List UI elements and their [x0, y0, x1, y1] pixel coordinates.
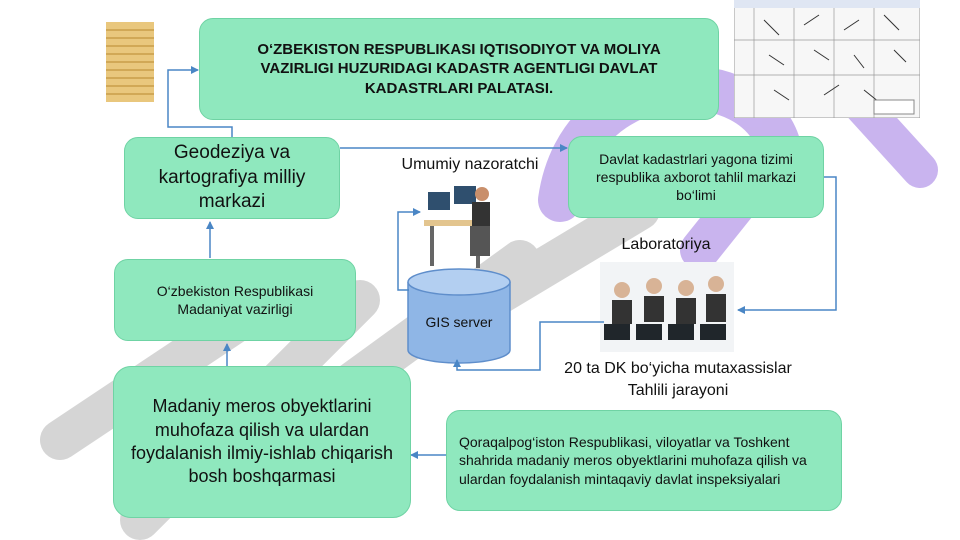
node-geodeziya: Geodeziya va kartografiya milliy markazi	[124, 137, 340, 219]
cadastral-map-image	[734, 0, 920, 118]
label-mutaxassislar: 20 ta DK bo‘yicha mutaxassislar Tahlili …	[564, 360, 792, 399]
arrow-geodeziya-to-palata	[167, 66, 233, 137]
paper-stack-icon	[106, 22, 154, 102]
label-gis-server: GIS server	[425, 314, 493, 330]
laboratory-specialists-image	[600, 262, 734, 352]
node-madaniy-meros: Madaniy meros obyektlarini muhofaza qili…	[113, 366, 411, 518]
node-davlat-kadastr: Davlat kadastrlari yagona tizimi respubl…	[568, 136, 824, 218]
arrow-gis-to-nazoratchi	[397, 208, 421, 291]
arrow-lab-to-gis	[453, 321, 604, 371]
arrow-davlat-kadastr-to-lab	[737, 176, 837, 314]
node-palata: O‘ZBEKISTON RESPUBLIKASI IQTISODIYOT VA …	[199, 18, 719, 120]
controller-worker-image	[424, 186, 490, 268]
label-nazoratchi: Umumiy nazoratchi	[401, 156, 539, 173]
label-laboratoriya: Laboratoriya	[621, 236, 711, 253]
node-qoraqalpogiston: Qoraqalpog‘iston Respublikasi, viloyatla…	[446, 410, 842, 511]
node-madaniyat: O‘zbekiston Respublikasi Madaniyat vazir…	[114, 259, 356, 341]
